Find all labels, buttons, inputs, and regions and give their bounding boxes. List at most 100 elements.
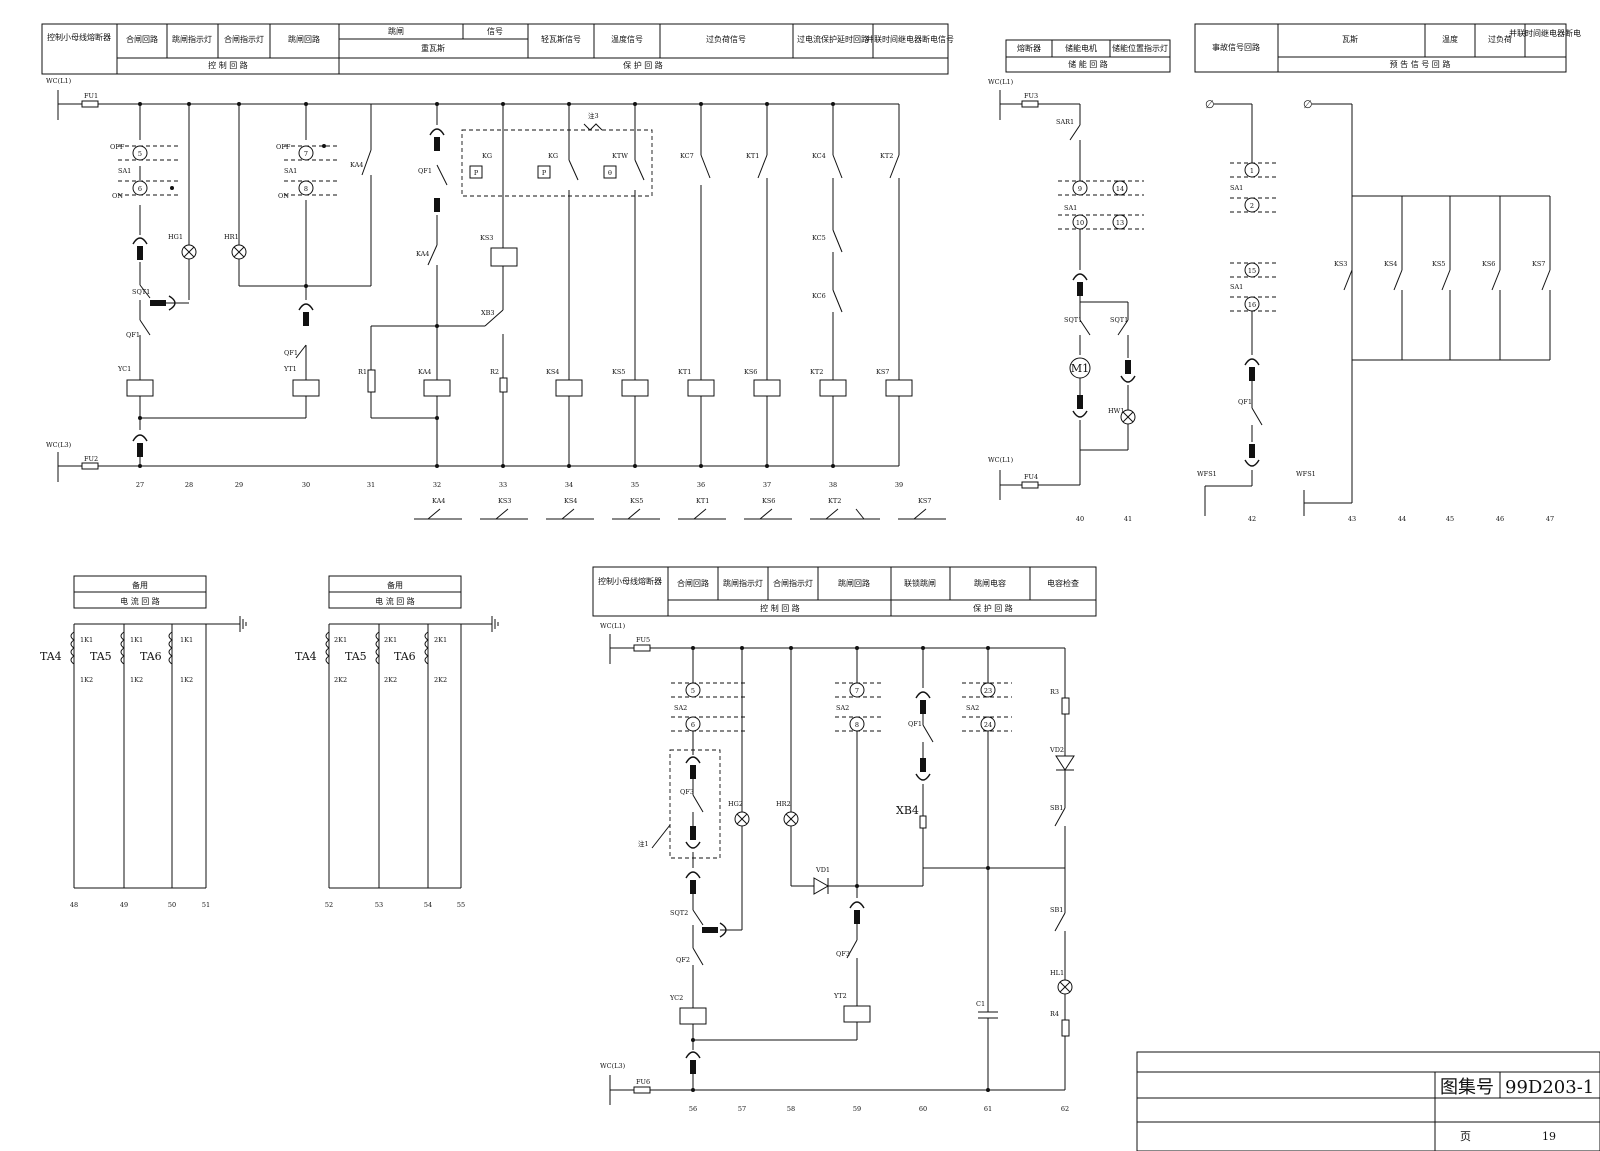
svg-text:10: 10 [1076,219,1084,227]
label-ks5: KS5 [612,368,625,376]
p3-hdr-temp: 温度 [1442,34,1458,44]
p6-note1: 注1 [638,839,649,848]
p5-k1-b: 2K1 [384,636,397,644]
svg-text:60: 60 [919,1105,927,1113]
label-xb3: XB3 [481,309,495,317]
label-kg: KG [482,152,492,160]
fuse-label-fu1: FU1 [84,92,98,100]
p3-phi-2: ∅ [1303,98,1313,111]
p3-qf1: QF1 [1238,398,1252,406]
p2-col-40: 40 [1076,515,1084,523]
label-yc1: YC1 [117,365,131,373]
p2-hdr-motor: 储能电机 [1065,43,1097,53]
svg-text:2: 2 [1250,202,1254,210]
p6-sb1: SB1 [1050,804,1063,812]
svg-text:5: 5 [138,150,142,158]
atlas-number: 99D203-1 [1505,1077,1594,1098]
svg-text:37: 37 [763,481,771,489]
p6-sqt2: SQT2 [670,909,688,917]
p4-ta4: TA4 [40,650,62,663]
p6-hdr-trip-lamp: 跳闸指示灯 [723,578,763,588]
label-ks4: KS4 [546,368,559,376]
svg-text:24: 24 [984,721,992,729]
p6-r4: R4 [1050,1010,1059,1018]
resistor-r2 [499,377,508,393]
p3-hdr-timer: 并联时间继电器断电 [1509,28,1581,38]
hdr-light-gas: 轻瓦斯信号 [541,34,581,44]
svg-text:39: 39 [895,481,903,489]
p2-hdr-fuse: 熔断器 [1017,43,1041,53]
title-block: 图集号 99D203-1 页 19 [1136,1051,1600,1151]
xref-ka4: KA4 [432,497,445,505]
svg-text:38: 38 [829,481,837,489]
p6-yc2: YC2 [669,994,683,1002]
p5-k2-a: 2K2 [334,676,347,684]
hdr-trip-lamp: 跳闸指示灯 [172,34,212,44]
panel3-header-frame [1194,23,1567,73]
p5-ta5: TA5 [345,650,367,663]
svg-text:30: 30 [302,481,310,489]
p6-sa2-c: SA2 [966,704,979,712]
label-r1: R1 [358,368,367,376]
resistor-r4 [1061,1019,1070,1037]
p6-hdr-trip: 跳闸回路 [838,578,870,588]
coil-yt1 [292,379,320,397]
p6-hdr-interlock: 联锁跳闸 [904,578,936,588]
p4-k2-c: 1K2 [180,676,193,684]
p3-ks7: KS7 [1532,260,1545,268]
p6-r3: R3 [1050,688,1059,696]
label-ka4: KA4 [350,161,363,169]
p4-ta5: TA5 [90,650,112,663]
cross-ref-contacts [414,508,946,520]
p3-col-47: 47 [1546,515,1554,523]
svg-text:15: 15 [1248,267,1256,275]
p6-sb1-b: SB1 [1050,906,1063,914]
hdr-trip: 跳闸回路 [288,34,320,44]
svg-text:29: 29 [235,481,243,489]
p5-col-53: 53 [375,901,383,909]
label-sa1-2: SA1 [284,167,297,175]
p6-qf3-b: QF3 [836,950,850,958]
lamp-hr1 [231,244,247,260]
p3-col-46: 46 [1496,515,1504,523]
hdr-bus-fuse: 控制小母线熔断器 [47,32,111,42]
p5-ta6: TA6 [394,650,416,663]
svg-text:62: 62 [1061,1105,1069,1113]
svg-text:61: 61 [984,1105,992,1113]
svg-text:28: 28 [185,481,193,489]
label-kc4: KC4 [812,152,826,160]
p3-hdr-overload: 过负荷 [1488,34,1512,44]
p6-dashed-qf3-box [669,749,721,859]
hdr-close-lamp: 合闸指示灯 [224,34,264,44]
p6-sa2: SA2 [674,704,687,712]
label-hg1: HG1 [168,233,183,241]
p2-sa1: SA1 [1064,204,1077,212]
group-protection: 保 护 回 路 [623,60,663,70]
p2-fu4: FU4 [1024,473,1038,481]
panel-spare-current-circuit-2: 备用 电 流 回 路 TA4 TA5 TA6 2K1 2K2 2K1 2K2 2… [295,575,499,909]
p6-c1: C1 [976,1000,985,1008]
p5-col-52: 52 [325,901,333,909]
page-number: 19 [1542,1130,1556,1143]
xref-ks3: KS3 [498,497,511,505]
p3-group: 预 告 信 号 回 路 [1390,59,1451,69]
svg-text:16: 16 [1248,301,1256,309]
coil-ka4 [423,379,451,397]
switch-sa1-contacts: 5 6 7 8 [118,144,340,196]
p6-vd2: VD2 [1049,746,1064,754]
svg-text:34: 34 [565,481,573,489]
label-hr1: HR1 [224,233,239,241]
panel-capacitor-trip-circuit: 控制小母线熔断器 合闸回路 跳闸指示灯 合闸指示灯 跳闸回路 联锁跳闸 跳闸电容… [592,566,1097,1113]
svg-text:27: 27 [136,481,144,489]
p3-col-43: 43 [1348,515,1356,523]
label-yt1: YT1 [283,365,297,373]
p6-xb4: XB4 [896,804,919,817]
svg-text:35: 35 [631,481,639,489]
label-kc7: KC7 [680,152,694,160]
svg-text:1: 1 [1250,167,1254,175]
label-kt1: KT1 [678,368,691,376]
p5-k1-c: 2K1 [434,636,447,644]
p6-hdr-close: 合闸回路 [677,578,709,588]
label-kc5: KC5 [812,234,826,242]
